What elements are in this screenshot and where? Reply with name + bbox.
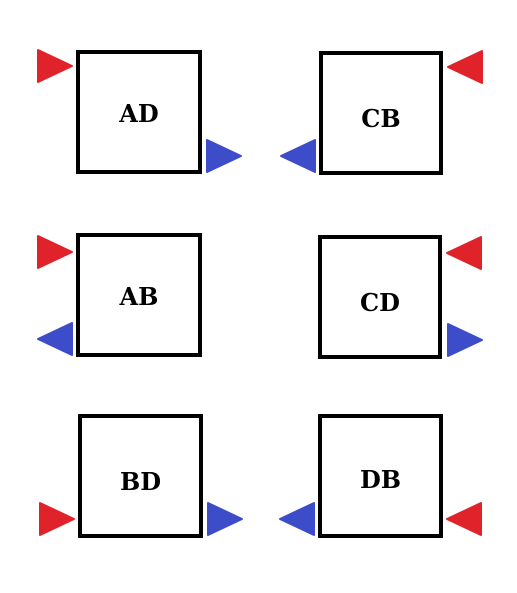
red-arrow-icon (39, 502, 75, 536)
module-label-cd: CD (360, 288, 400, 317)
module-box-db: DB (318, 414, 443, 538)
module-label-cb: CB (361, 104, 401, 133)
module-box-cd: CD (318, 235, 442, 359)
red-arrow-icon (446, 236, 482, 270)
module-box-ab: AB (76, 233, 202, 357)
module-box-bd: BD (78, 414, 203, 538)
module-label-ab: AB (119, 282, 159, 311)
blue-arrow-icon (206, 139, 242, 173)
blue-arrow-icon (207, 502, 243, 536)
module-box-cb: CB (319, 51, 443, 175)
module-label-db: DB (359, 465, 402, 494)
module-label-ad: AD (119, 99, 159, 128)
red-arrow-icon (37, 49, 73, 83)
red-arrow-icon (447, 50, 483, 84)
red-arrow-icon (446, 502, 482, 536)
module-box-ad: AD (76, 50, 202, 174)
module-label-bd: BD (119, 467, 162, 496)
blue-arrow-icon (37, 322, 73, 356)
blue-arrow-icon (447, 323, 483, 357)
blue-arrow-icon (280, 139, 316, 173)
red-arrow-icon (37, 235, 73, 269)
blue-arrow-icon (279, 502, 315, 536)
